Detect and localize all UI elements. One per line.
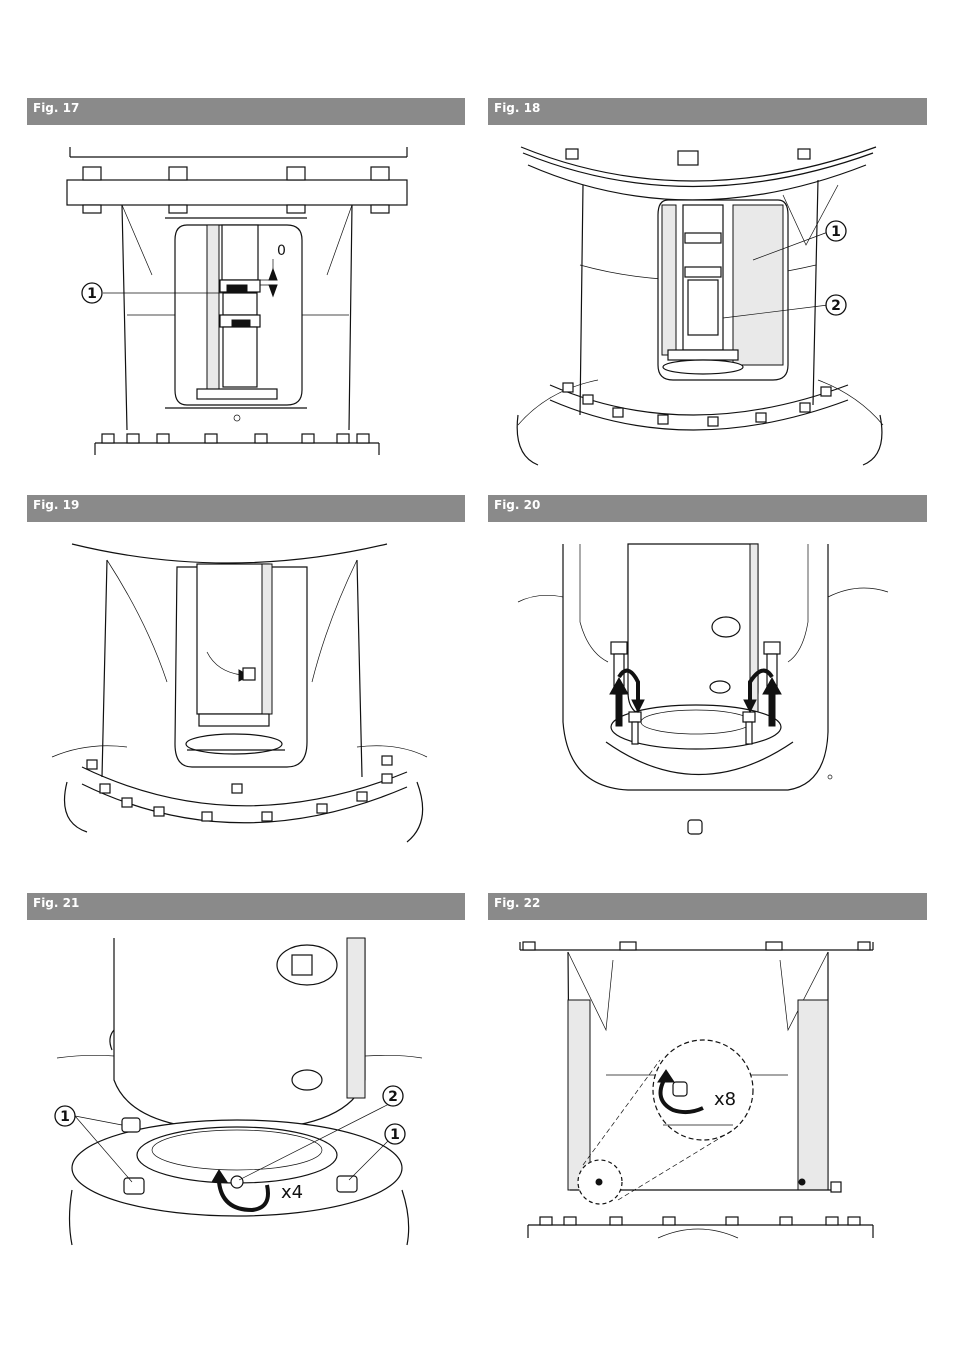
fig17-top-bolts	[82, 166, 390, 214]
fig19-caption: Fig. 19	[33, 498, 80, 512]
svg-text:1: 1	[831, 224, 841, 240]
fig21-callout-2: 2	[382, 1085, 404, 1107]
fig21-illustration: x4 1 2 1	[54, 937, 423, 1246]
fig17-gap-label: 0	[277, 243, 286, 259]
svg-text:1: 1	[87, 286, 97, 302]
fig17-bottom-bolts	[101, 433, 370, 444]
fig20-illustration	[517, 543, 889, 835]
fig21-caption: Fig. 21	[33, 896, 80, 910]
fig18-flange-bolts	[562, 382, 832, 427]
fig17-caption-bar: Fig. 17	[27, 98, 465, 125]
svg-text:2: 2	[831, 298, 841, 314]
fig19-flange-bolts	[86, 755, 393, 822]
fig17-callout-1: 1	[81, 282, 103, 304]
fig20-caption-bar: Fig. 20	[488, 495, 927, 522]
fig21-bolt-right-front	[336, 1175, 358, 1193]
svg-text:1: 1	[60, 1109, 70, 1125]
fig18-caption-bar: Fig. 18	[488, 98, 927, 125]
fig19-illustration	[51, 543, 428, 843]
svg-text:1: 1	[390, 1127, 400, 1143]
fig21-bolt-left-front	[123, 1177, 145, 1195]
fig21-callout-1-right: 1	[384, 1123, 406, 1145]
fig22-caption: Fig. 22	[494, 896, 541, 910]
fig21-caption-bar: Fig. 21	[27, 893, 465, 920]
fig17-caption: Fig. 17	[33, 101, 80, 115]
fig21-bolt-left-back	[121, 1117, 141, 1133]
fig18-callout-1: 1	[825, 220, 847, 242]
fig20-arrows	[609, 668, 782, 727]
fig17-illustration: 0 1	[66, 147, 408, 455]
fig21-repeat-label: x4	[281, 1182, 303, 1203]
fig18-callout-2: 2	[825, 294, 847, 316]
fig18-illustration: 1 2	[516, 146, 884, 466]
fig22-bottom-bolts	[539, 1216, 861, 1226]
fig22-top-bolts	[522, 941, 871, 951]
fig20-caption: Fig. 20	[494, 498, 541, 512]
fig19-caption-bar: Fig. 19	[27, 495, 465, 522]
fig18-caption: Fig. 18	[494, 101, 541, 115]
fig22-illustration: x8	[519, 941, 874, 1239]
fig22-repeat-label: x8	[714, 1089, 736, 1110]
fig22-caption-bar: Fig. 22	[488, 893, 927, 920]
fig21-callout-1-left: 1	[54, 1105, 76, 1127]
svg-text:2: 2	[388, 1089, 398, 1105]
